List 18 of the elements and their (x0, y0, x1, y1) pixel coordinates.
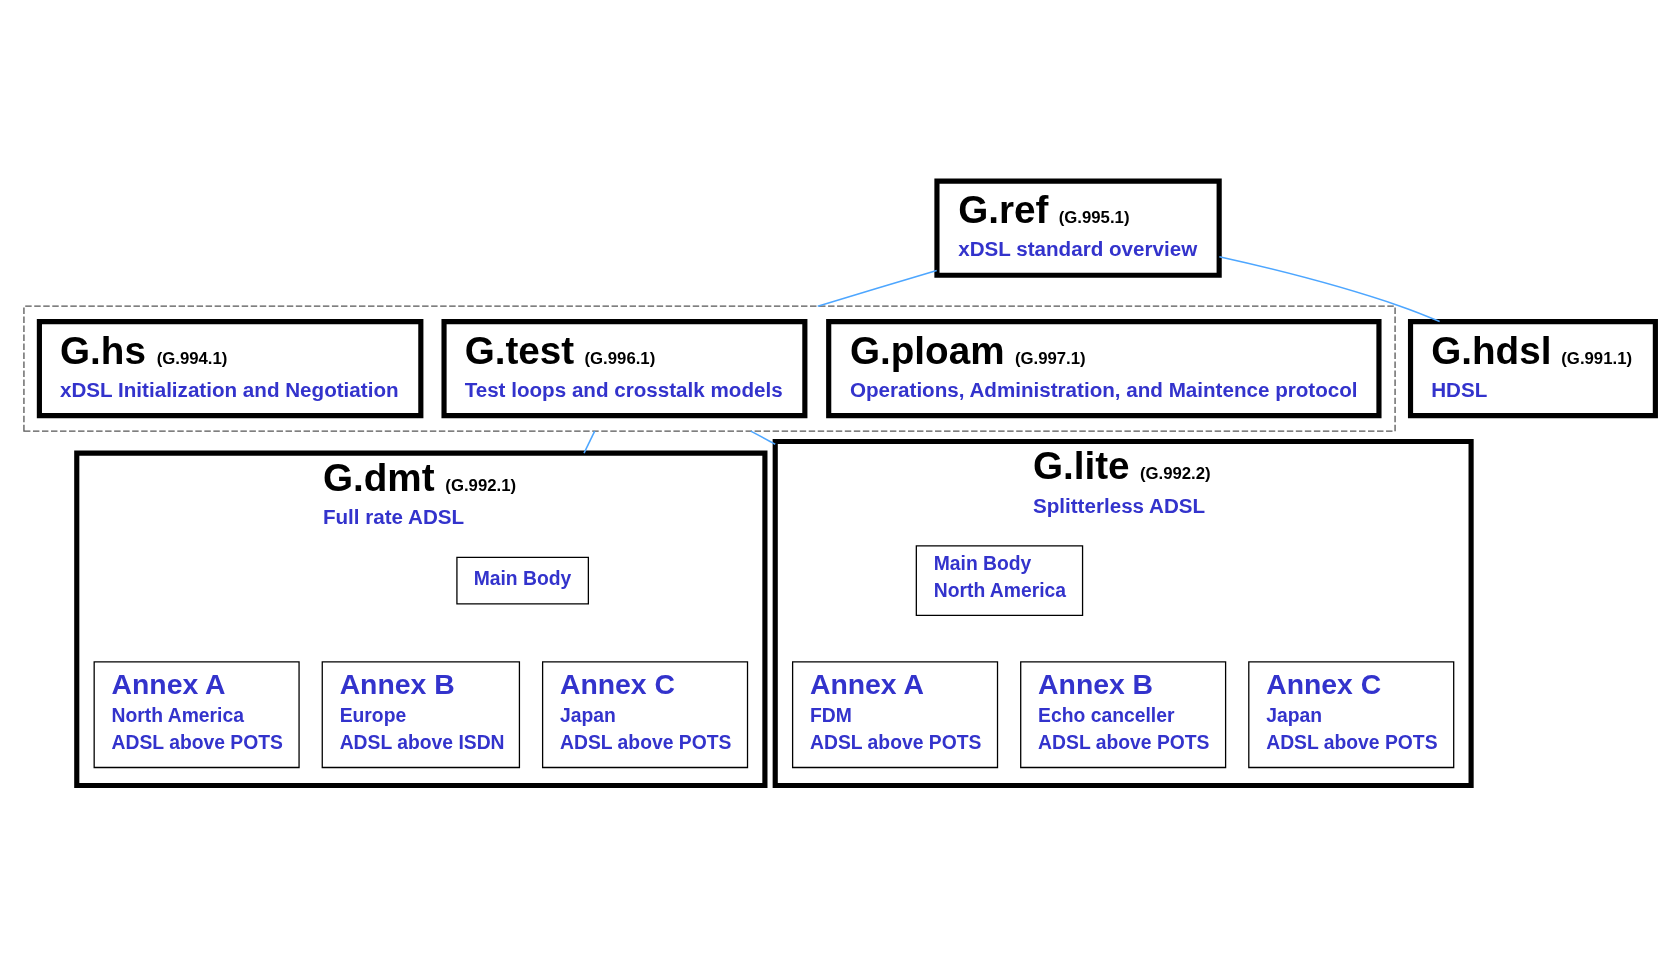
cluster (23, 305, 1396, 432)
node-box: Annex C Japan ADSL above POTS (541, 661, 749, 769)
node-box: G.hdsl (G.991.1) HDSL (1407, 319, 1658, 419)
node-box: Main Body North America (915, 545, 1084, 617)
node-box: Annex B Echo canceller ADSL above POTS (1020, 661, 1227, 769)
node-box: Annex C Japan ADSL above POTS (1248, 661, 1455, 769)
node-box: Main Body (456, 556, 589, 605)
connector (816, 269, 938, 307)
connector (749, 430, 776, 446)
node-box: G.hs (G.994.1) xDSL Initialization and Negotiation (36, 319, 424, 419)
node-box: G.ploam (G.997.1) Operations, Administration, and Maintence protocol (826, 319, 1382, 419)
connector (1218, 255, 1441, 323)
node-box: Annex A FDM ADSL above POTS (791, 661, 999, 769)
node-box: Annex A North America ADSL above POTS (93, 661, 300, 769)
node-box: G.test (G.996.1) Test loops and crosstalk models (441, 319, 808, 419)
connector (583, 430, 596, 454)
node-box: G.ref (G.995.1) xDSL standard overview (934, 178, 1222, 278)
node-box: Annex B Europe ADSL above ISDN (321, 661, 521, 769)
